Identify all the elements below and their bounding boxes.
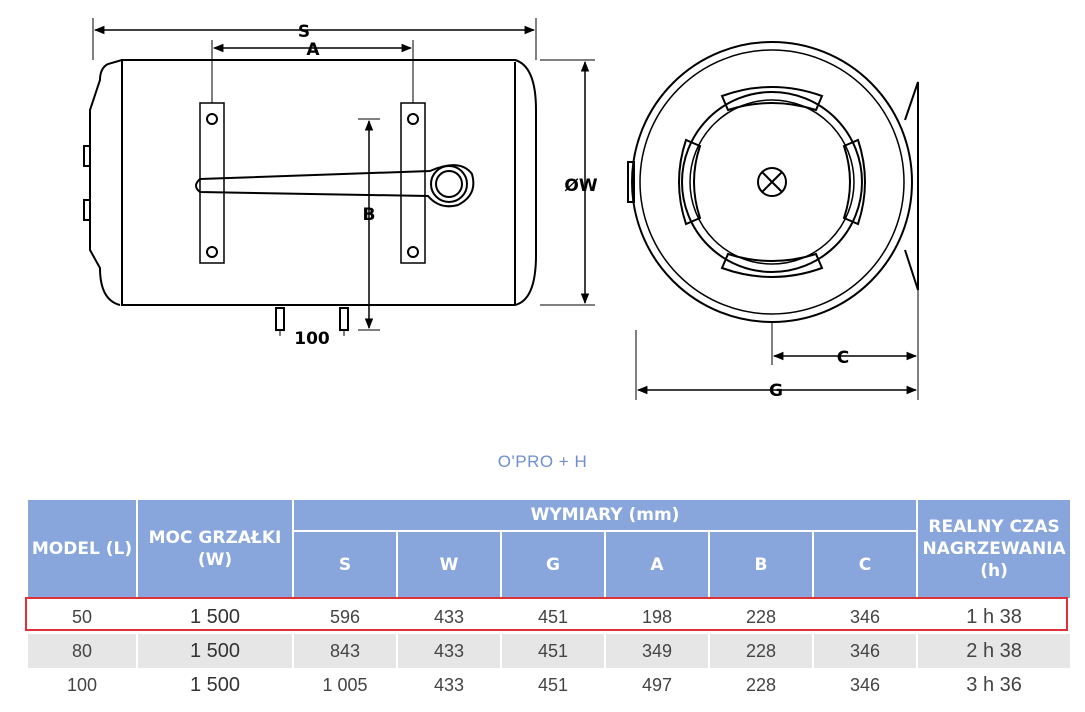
- cell-time: 2 h 38: [916, 634, 1073, 668]
- dim-label-s: S: [298, 22, 310, 42]
- header-power: MOC GRZAŁKI (W): [136, 498, 294, 600]
- product-title: O'PRO + H: [497, 452, 588, 471]
- side-view-dimensions: [92, 18, 595, 336]
- side-view: [83, 59, 537, 331]
- cell-model: 80: [26, 634, 138, 668]
- cell-power: 1 500: [136, 668, 294, 702]
- cell-c: 346: [811, 599, 919, 634]
- dim-label-pipe-spacing: 100: [294, 329, 330, 349]
- cell-g: 451: [500, 599, 606, 634]
- header-heating-time: REALNY CZAS NAGRZEWANIA (h): [916, 498, 1073, 600]
- cell-a: 497: [604, 668, 710, 702]
- cell-s: 596: [292, 599, 398, 634]
- cell-model: 100: [26, 668, 138, 702]
- cell-w: 433: [396, 634, 502, 668]
- cell-b: 228: [708, 599, 814, 634]
- cell-s: 843: [292, 634, 398, 668]
- water-heater-technical-drawing: S A ØW B 100 C G: [83, 18, 919, 401]
- cell-power: 1 500: [136, 599, 294, 634]
- cell-a: 349: [604, 634, 710, 668]
- dim-label-g: G: [769, 381, 783, 401]
- cell-w: 433: [396, 668, 502, 702]
- header-dim-b: B: [708, 530, 814, 600]
- dim-label-w: ØW: [564, 176, 597, 196]
- cell-g: 451: [500, 634, 606, 668]
- cell-s: 1 005: [292, 668, 398, 702]
- cell-time: 1 h 38: [916, 599, 1073, 634]
- cell-model: 50: [26, 599, 138, 634]
- cell-time: 3 h 36: [916, 668, 1073, 702]
- header-model: MODEL (L): [26, 498, 138, 600]
- cell-b: 228: [708, 634, 814, 668]
- spec-table: MODEL (L) MOC GRZAŁKI (W) WYMIARY (mm) R…: [26, 498, 1073, 702]
- header-dim-g: G: [500, 530, 606, 600]
- dim-label-a: A: [306, 40, 320, 60]
- front-view: [627, 41, 919, 323]
- header-dim-s: S: [292, 530, 398, 600]
- header-dim-c: C: [811, 530, 919, 600]
- cell-c: 346: [811, 668, 919, 702]
- header-dim-a: A: [604, 530, 710, 600]
- header-dim-w: W: [396, 530, 502, 600]
- front-view-dimensions: [635, 290, 919, 400]
- dim-label-c: C: [837, 348, 849, 368]
- dim-label-b: B: [363, 205, 376, 225]
- table-row: 100 1 500 1 005 433 451 497 228 346 3 h …: [26, 668, 1073, 702]
- table-row: 80 1 500 843 433 451 349 228 346 2 h 38: [26, 634, 1073, 668]
- header-dimensions-group: WYMIARY (mm): [291, 498, 919, 532]
- cell-b: 228: [708, 668, 814, 702]
- cell-g: 451: [500, 668, 606, 702]
- table-row: 50 1 500 596 433 451 198 228 346 1 h 38: [26, 599, 1073, 634]
- cell-c: 346: [811, 634, 919, 668]
- cell-w: 433: [396, 599, 502, 634]
- cell-power: 1 500: [136, 634, 294, 668]
- cell-a: 198: [604, 599, 710, 634]
